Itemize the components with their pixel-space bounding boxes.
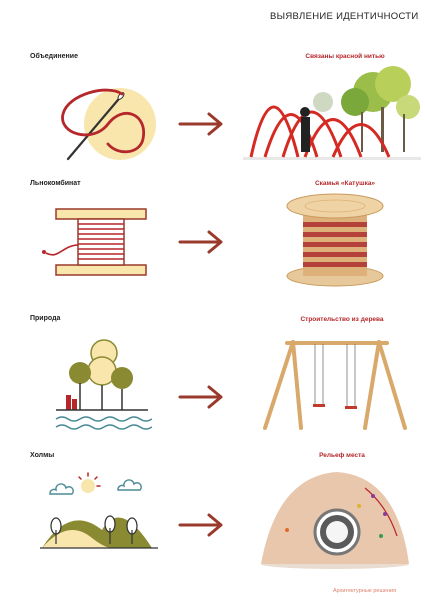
arrow-right-icon — [178, 513, 223, 537]
needle-thread-icon — [61, 88, 156, 161]
nature-icon — [55, 339, 152, 430]
footer-note: Архитектурные решения — [333, 588, 397, 594]
row-caption-red-thread: Связаны красной нитью — [305, 53, 385, 60]
row-label-hills: Холмы — [30, 452, 55, 459]
row-caption-terrain: Рельеф места — [319, 452, 365, 459]
row-label-flax-mill: Льнокомбинат — [30, 180, 81, 187]
hills-icon — [40, 472, 158, 549]
wooden-swing-render — [263, 340, 407, 430]
row-label-nature: Природа — [30, 315, 61, 322]
page-title: ВЫЯВЛЕНИЕ ИДЕНТИЧНОСТИ — [270, 11, 419, 22]
spool-bench-render — [286, 193, 384, 287]
row-caption-wood-construction: Строительство из дерева — [300, 316, 384, 323]
arrow-right-icon — [178, 112, 223, 136]
row-caption-spool-bench: Скамья «Катушка» — [314, 180, 376, 187]
red-arches-render — [243, 66, 421, 160]
climbing-hill-render — [261, 472, 409, 569]
row-label-unification: Объединение — [30, 53, 78, 60]
spool-icon — [42, 208, 147, 276]
arrow-right-icon — [178, 230, 223, 254]
arrow-right-icon — [178, 385, 223, 409]
